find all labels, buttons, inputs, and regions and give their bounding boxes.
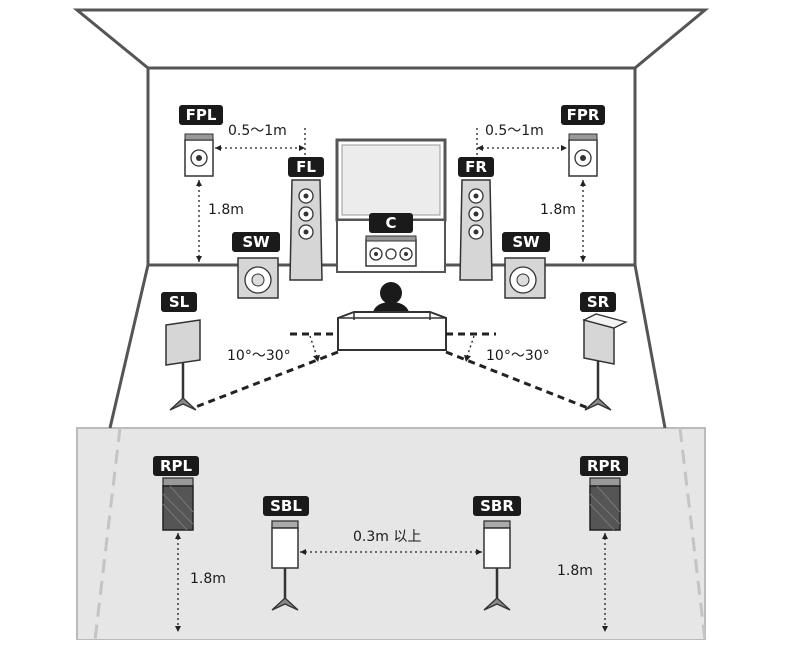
sl-angle-text: 10°～30°	[227, 348, 291, 364]
fpl-height-text: 1.8m	[208, 202, 244, 218]
sr-label: SR	[580, 292, 616, 312]
sw-left-label-text: SW	[242, 233, 270, 251]
angle-line-left	[192, 350, 339, 410]
rpl-label-text: RPL	[160, 457, 193, 475]
rpr-height-text: 1.8m	[557, 563, 593, 579]
listening-sofa	[337, 282, 447, 351]
sbl-speaker	[271, 520, 299, 611]
rpr-label: RPR	[580, 456, 628, 476]
rpr-height-marker: 1.8m	[557, 533, 608, 632]
fpr-distance-marker: 0.5～1m	[476, 123, 567, 158]
fr-speaker	[459, 179, 493, 281]
sbr-label-text: SBR	[480, 497, 514, 515]
fpr-distance-text: 0.5～1m	[485, 123, 544, 139]
sb-spacing-text: 0.3m 以上	[353, 529, 421, 545]
rpl-speaker	[162, 477, 194, 531]
fpl-height-marker: 1.8m	[196, 180, 244, 262]
sl-speaker	[165, 319, 201, 411]
fpr-label: FPR	[561, 105, 605, 125]
rpr-label-text: RPR	[587, 457, 622, 475]
c-label: C	[369, 213, 413, 233]
fpl-label: FPL	[179, 105, 223, 125]
fpl-label-text: FPL	[186, 106, 217, 124]
fpl-distance-marker: 0.5～1m	[215, 123, 306, 158]
sr-label-text: SR	[587, 293, 610, 311]
sr-speaker	[582, 313, 628, 411]
sbr-label: SBR	[473, 496, 521, 516]
fr-label-text: FR	[465, 158, 487, 176]
fl-speaker	[289, 179, 323, 281]
sl-label-text: SL	[169, 293, 190, 311]
fpr-label-text: FPR	[567, 106, 600, 124]
sbl-label: SBL	[263, 496, 309, 516]
sl-label: SL	[161, 292, 197, 312]
c-label-text: C	[385, 214, 396, 232]
fpr-height-text: 1.8m	[540, 202, 576, 218]
sb-spacing-marker: 0.3m 以上	[300, 529, 482, 555]
rpl-height-marker: 1.8m	[175, 533, 226, 632]
fpr-height-marker: 1.8m	[540, 180, 586, 262]
angle-line-right	[445, 350, 589, 410]
rpl-height-text: 1.8m	[190, 571, 226, 587]
fpr-speaker	[568, 133, 598, 177]
fr-label: FR	[458, 157, 494, 177]
sbr-speaker	[483, 520, 511, 611]
rpl-label: RPL	[153, 456, 199, 476]
sw-right-label-text: SW	[512, 233, 540, 251]
sw-right-label: SW	[502, 232, 550, 252]
sw-left-speaker	[237, 257, 279, 299]
sbl-label-text: SBL	[270, 497, 302, 515]
sw-right-speaker	[504, 257, 546, 299]
fl-label: FL	[288, 157, 324, 177]
sr-angle-text: 10°～30°	[486, 348, 550, 364]
c-speaker	[365, 235, 417, 267]
fpl-distance-text: 0.5～1m	[228, 123, 287, 139]
sw-left-label: SW	[232, 232, 280, 252]
angle-marker-left: 10°～30°	[227, 335, 320, 364]
rpr-speaker	[589, 477, 621, 531]
fpl-speaker	[184, 133, 214, 177]
angle-marker-right: 10°～30°	[464, 335, 550, 364]
fl-label-text: FL	[296, 158, 316, 176]
